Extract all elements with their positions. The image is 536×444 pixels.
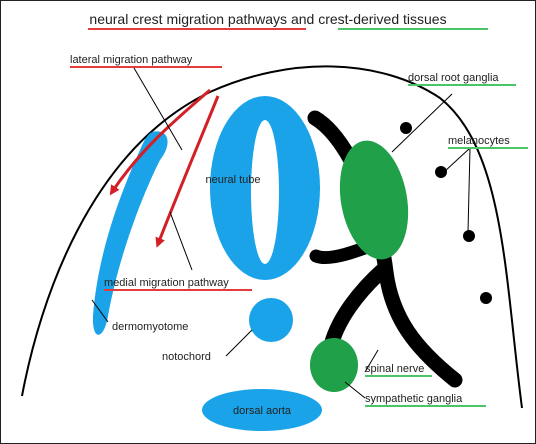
melanocyte-dot	[463, 230, 475, 242]
melanocyte-dot	[435, 166, 447, 178]
label-dorsal-root-ganglia: dorsal root ganglia	[408, 72, 499, 84]
sympathetic-branch	[330, 268, 385, 350]
label-notochord: notochord	[162, 351, 211, 363]
label-melanocytes: melanocytes	[448, 135, 510, 147]
label-medial-pathway: medial migration pathway	[104, 277, 229, 289]
label-sympathetic-ganglia: sympathetic ganglia	[365, 393, 463, 405]
label-spinal-nerve: spinal nerve	[365, 363, 424, 375]
melanocyte-dot	[400, 122, 412, 134]
leader-melanocyte-2	[468, 148, 470, 232]
label-neural-tube: neural tube	[205, 174, 260, 186]
dermomyotome	[93, 131, 168, 334]
neural-tube-lumen	[251, 120, 279, 264]
leader-melanocyte-1	[444, 148, 470, 172]
leader-sympathetic	[345, 382, 365, 398]
notochord	[249, 298, 293, 342]
leader-notochord	[226, 330, 252, 356]
label-dermomyotome: dermomyotome	[112, 321, 188, 333]
leader-medial	[170, 212, 192, 270]
label-lateral-pathway: lateral migration pathway	[70, 54, 193, 66]
leader-drg	[392, 94, 452, 152]
melanocyte-dot	[480, 292, 492, 304]
sympathetic-ganglion	[310, 338, 358, 392]
diagram-title: neural crest migration pathways and cres…	[89, 11, 446, 27]
label-dorsal-aorta: dorsal aorta	[233, 405, 292, 417]
